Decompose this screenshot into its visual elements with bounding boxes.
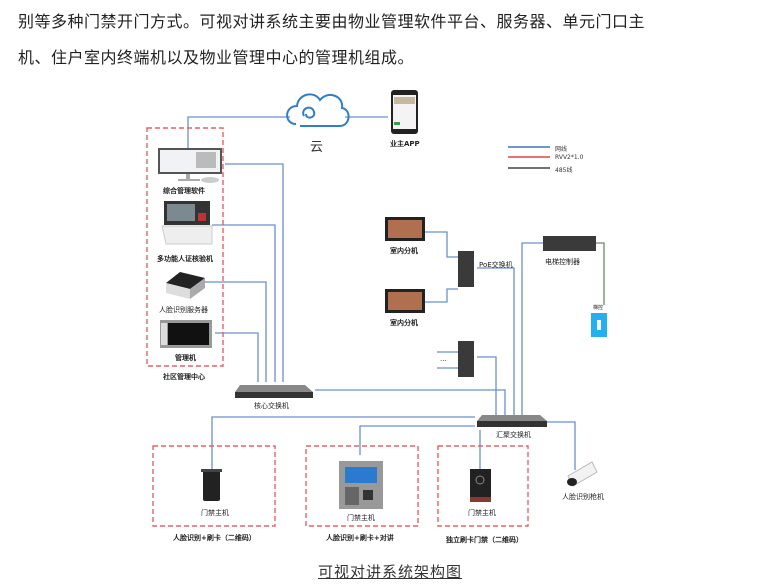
aggregation-switch-label: 汇聚交换机 [496,431,531,439]
elevator-panel-icon [591,313,607,337]
line-indoor1-poe [425,231,458,258]
admin-terminal-label: 管理机 [175,354,196,362]
face-camera-label: 人脸识别枪机 [562,493,604,501]
core-switch-icon [235,385,313,398]
line-software-core [225,163,284,382]
elevator-controller-label: 电梯控制器 [545,258,580,266]
face-camera-icon [567,461,598,487]
line-poe-agg [477,267,515,415]
indoor-unit-1-label: 室内分机 [390,247,418,255]
indoor-unit-1-icon [385,217,425,241]
cloud-icon [286,93,350,127]
line-agg-left [211,416,475,470]
management-center-box [146,127,224,367]
elevator-controller-icon [543,236,596,251]
poe-switch-label: PoE交换机 [479,261,513,269]
line-sw3-agg [477,356,497,415]
elevator-small-label: 梯控 [593,305,604,311]
legend-rvv-label: RVV2*1.0 [555,154,584,161]
line-indoor2-poe [425,288,458,303]
door-group-1-caption: 人脸识别+刷卡（二维码） [173,534,256,542]
line-core-agg [315,389,506,415]
door-group-1-box [152,445,276,527]
network-lines [187,116,576,470]
line-server-core [190,281,267,382]
phone-icon [391,90,418,134]
management-center-title: 社区管理中心 [163,373,205,381]
owner-app-label: 业主APP [390,140,420,148]
cloud-label: 云 [310,140,324,155]
face-server-icon [166,272,205,299]
id-verifier-icon [161,201,213,245]
line-agg-mid [359,425,475,455]
software-label: 综合管理软件 [163,187,205,195]
door-device-2-icon [339,461,383,509]
line-elev-agg [521,242,543,415]
door-group-2-box [305,445,419,527]
core-switch-label: 核心交换机 [254,402,289,410]
legend-485-label: 485线 [555,167,573,174]
line-cloud-software [187,116,290,151]
door-group-2-caption: 人脸识别+刷卡+对讲 [326,534,394,542]
legend-network-label: 网线 [555,146,568,153]
face-server-label: 人脸识别服务器 [159,306,208,314]
door-device-3-icon [470,469,491,502]
door-group-3-box [437,445,529,527]
aggregation-switch-icon [477,415,547,427]
poe-switch-icon [458,251,474,287]
paragraph-line-1: 别等多种门禁开门方式。可视对讲系统主要由物业管理软件平台、服务器、单元门口主 [18,12,646,31]
poe-switch-2-icon [458,341,474,377]
door-device-1-icon [201,469,222,501]
verifier-label: 多功能人证核验机 [157,255,213,263]
line-verifier-core [212,224,276,382]
admin-terminal-icon [160,320,212,348]
door-group-3-caption: 独立刷卡门禁（二维码） [446,536,523,544]
ellipsis-label: ... [440,355,447,363]
door-device-1-label: 门禁主机 [201,509,229,517]
line-elev-485 [596,242,605,305]
figure-caption: 可视对讲系统架构图 [318,563,463,581]
door-device-2-label: 门禁主机 [347,514,375,522]
indoor-unit-2-label: 室内分机 [390,319,418,327]
indoor-unit-2-icon [385,289,425,313]
line-admin-core [215,332,259,382]
paragraph-line-2: 机、住户室内终端机以及物业管理中心的管理机组成。 [18,48,415,67]
door-device-3-label: 门禁主机 [468,509,496,517]
computer-icon [158,148,222,183]
line-agg-camera [547,421,576,470]
